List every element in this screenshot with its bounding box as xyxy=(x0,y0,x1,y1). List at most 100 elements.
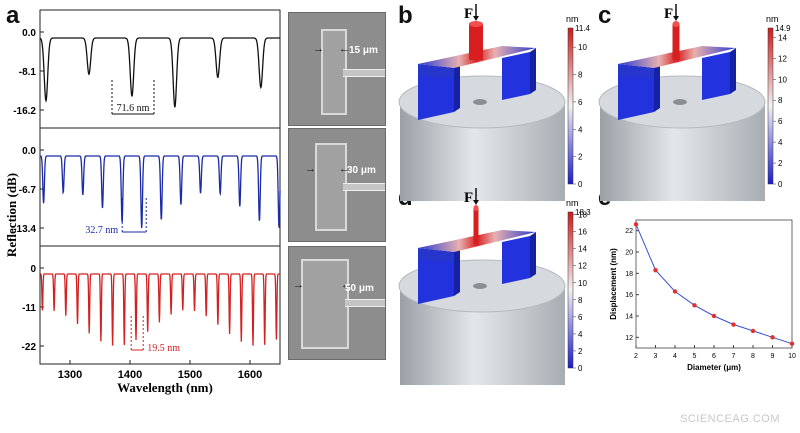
chart-e-x-tick-label: 2 xyxy=(634,353,638,360)
arrow-left-icon: ← xyxy=(339,43,350,55)
x-tick-label: 1600 xyxy=(238,369,262,381)
chart-e-x-tick-label: 6 xyxy=(712,353,716,360)
colorbar-tick-label: 6 xyxy=(578,98,583,107)
colorbar-tick-label: 10 xyxy=(578,279,587,288)
colorbar-tick-label: 8 xyxy=(578,71,583,80)
force-arrowhead-icon xyxy=(473,200,479,205)
colorbar-max: 11.4 xyxy=(575,24,591,33)
panel-letter-c: c xyxy=(598,2,612,29)
colorbar-tick-label: 4 xyxy=(578,330,583,339)
ylabel-reflection: Reflection (dB) xyxy=(4,173,19,257)
colorbar-tick-label: 4 xyxy=(578,125,583,134)
colorbar-tick-label: 6 xyxy=(578,313,583,322)
chart-e-x-tick-label: 8 xyxy=(751,353,755,360)
chart-e-point xyxy=(672,289,678,294)
loading-pillar xyxy=(469,24,483,60)
arrow-right-icon: → xyxy=(293,279,304,291)
loading-pillar-top xyxy=(469,21,483,27)
chart-e-point xyxy=(731,322,736,327)
support-block-left xyxy=(618,68,654,120)
loading-pillar xyxy=(672,24,680,60)
support-block-left-side xyxy=(454,64,460,112)
chart-e-point xyxy=(653,267,658,273)
colorbar-tick-label: 2 xyxy=(578,347,583,356)
fsr-label: 71.6 nm xyxy=(117,103,150,114)
arrow-right-icon: → xyxy=(305,163,316,175)
colorbar-tick-label: 2 xyxy=(578,153,583,162)
arrow-left-icon: ← xyxy=(339,163,350,175)
bridge-beam-front xyxy=(418,64,454,78)
y-tick-label: -22 xyxy=(22,342,37,353)
chart-e-frame xyxy=(635,219,793,349)
micrograph-scale-label: 15 μm xyxy=(349,45,378,56)
chart-e-point xyxy=(750,328,756,334)
loading-pillar-top xyxy=(473,205,479,211)
micrograph-scale-label: 30 μm xyxy=(347,165,376,176)
loading-pillar xyxy=(473,208,479,244)
panel-letter-b: b xyxy=(398,2,413,29)
micrograph-50um: → ← 50 μm xyxy=(288,246,386,360)
chart-e-point xyxy=(692,303,697,308)
support-block-right-side xyxy=(530,232,536,278)
bridge-beam-front xyxy=(418,248,454,262)
x-tick-label: 1400 xyxy=(118,369,142,381)
loading-pillar-top xyxy=(672,21,680,27)
micrograph-15um: → ← 15 μm xyxy=(288,12,386,126)
colorbar-tick-label: 8 xyxy=(778,96,783,105)
support-block-left-side xyxy=(454,248,460,296)
colorbar-tick-label: 18 xyxy=(578,211,587,220)
micrograph-fiber xyxy=(343,69,385,77)
support-block-left xyxy=(418,252,454,304)
chart-e-y-tick-label: 12 xyxy=(625,335,633,342)
fsr-label: 19.5 nm xyxy=(147,343,180,354)
fsr-label: 32.7 nm xyxy=(85,225,118,236)
y-tick-label: -11 xyxy=(22,303,36,314)
chart-e-point xyxy=(711,313,717,319)
colorbar-tick-label: 10 xyxy=(778,75,787,84)
colorbar-unit: nm xyxy=(566,14,579,24)
chart-e-point xyxy=(789,341,795,346)
chart-e-y-tick-label: 20 xyxy=(625,250,633,257)
colorbar-unit: nm xyxy=(566,198,579,208)
chart-e-point xyxy=(770,335,775,340)
support-block-right-side xyxy=(530,48,536,94)
force-arrowhead-icon xyxy=(673,16,679,21)
bridge-beam-front xyxy=(618,64,654,78)
chart-e-x-tick-label: 4 xyxy=(673,353,677,360)
chart-e-point xyxy=(633,222,639,227)
x-tick-label: 1500 xyxy=(178,369,202,381)
colorbar-tick-label: 0 xyxy=(778,180,783,189)
y-tick-label: 0 xyxy=(30,264,36,275)
colorbar-tick-label: 2 xyxy=(778,159,783,168)
colorbar xyxy=(567,27,574,185)
force-arrowhead-icon xyxy=(473,16,479,21)
force-label: F xyxy=(464,6,473,22)
chart-e-series-line xyxy=(635,224,793,345)
panel-letter-a: a xyxy=(6,2,20,29)
support-block-left xyxy=(418,68,454,120)
colorbar xyxy=(567,211,574,369)
chart-e-x-tick-label: 3 xyxy=(654,353,658,360)
chart-e-xlabel: Diameter (μm) xyxy=(687,363,741,372)
support-block-right xyxy=(502,236,530,284)
colorbar-tick-label: 0 xyxy=(578,180,583,189)
chart-e-x-tick-label: 10 xyxy=(788,353,796,360)
x-tick-label: 1300 xyxy=(58,369,82,381)
colorbar-tick-label: 14 xyxy=(578,245,587,254)
colorbar-max: 18.3 xyxy=(575,208,591,217)
y-tick-label: 0.0 xyxy=(22,146,36,157)
chart-e-y-tick-label: 14 xyxy=(625,314,633,321)
y-tick-label: -13.4 xyxy=(13,224,36,235)
support-block-left-side xyxy=(654,64,660,112)
fiber-core xyxy=(473,283,487,289)
colorbar-tick-label: 8 xyxy=(578,296,583,305)
chart-e-x-tick-label: 5 xyxy=(693,353,697,360)
y-tick-label: -6.7 xyxy=(19,185,37,196)
y-tick-label: -8.1 xyxy=(19,67,37,78)
chart-e-ylabel: Displacement (nm) xyxy=(610,248,618,320)
